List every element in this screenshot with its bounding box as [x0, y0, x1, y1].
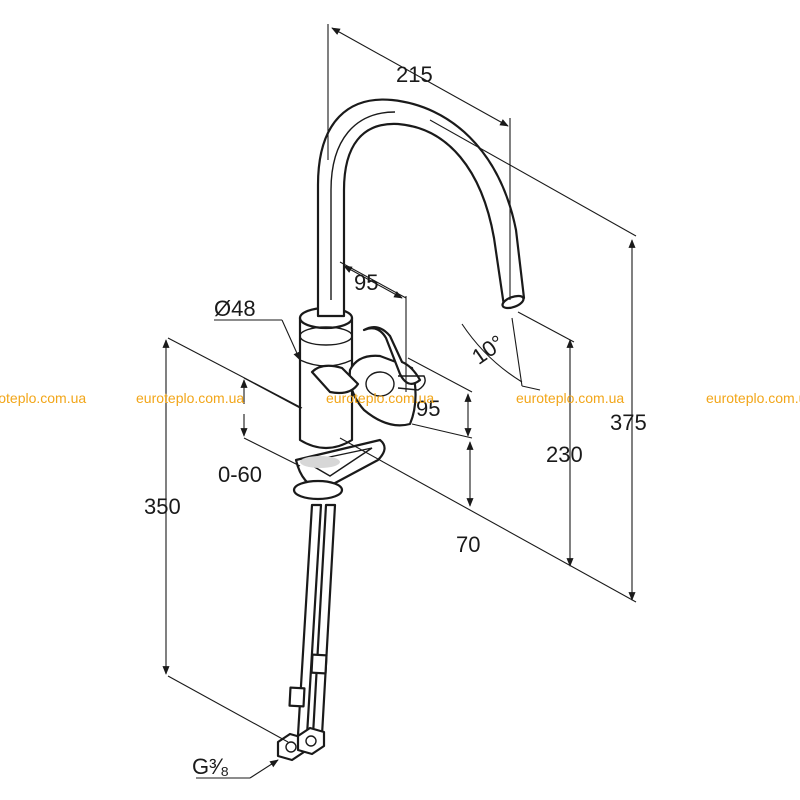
- watermark-text: euroteplo.com.ua: [0, 390, 86, 406]
- dim-375: 375: [610, 410, 647, 435]
- dim-95-side: 95: [416, 396, 440, 421]
- watermark-text: euroteplo.com.ua: [326, 390, 434, 406]
- faucet-body: [276, 98, 526, 762]
- dimension-labels: 215 Ø48 95 95 10° 375 230 350 0-60 70 G³…: [144, 62, 647, 779]
- dim-230: 230: [546, 442, 583, 467]
- hose-nut-right: [296, 726, 326, 756]
- supply-hoses: [276, 503, 337, 762]
- watermark-text: euroteplo.com.ua: [136, 390, 244, 406]
- mounting-plate: [294, 438, 386, 492]
- dim-350: 350: [144, 494, 181, 519]
- watermark-row: euroteplo.com.ua euroteplo.com.ua eurote…: [0, 390, 800, 406]
- dim-70: 70: [456, 532, 480, 557]
- dim-95-top: 95: [354, 270, 378, 295]
- dimension-lines: [162, 24, 637, 779]
- dim-215: 215: [396, 62, 433, 87]
- watermark-text: euroteplo.com.ua: [706, 390, 800, 406]
- dim-0-60: 0-60: [218, 462, 262, 487]
- watermark-text: euroteplo.com.ua: [516, 390, 624, 406]
- dim-thread-g38: G³⁄₈: [192, 754, 229, 779]
- dim-diameter-48: Ø48: [214, 296, 256, 321]
- dim-angle-10: 10°: [467, 330, 509, 370]
